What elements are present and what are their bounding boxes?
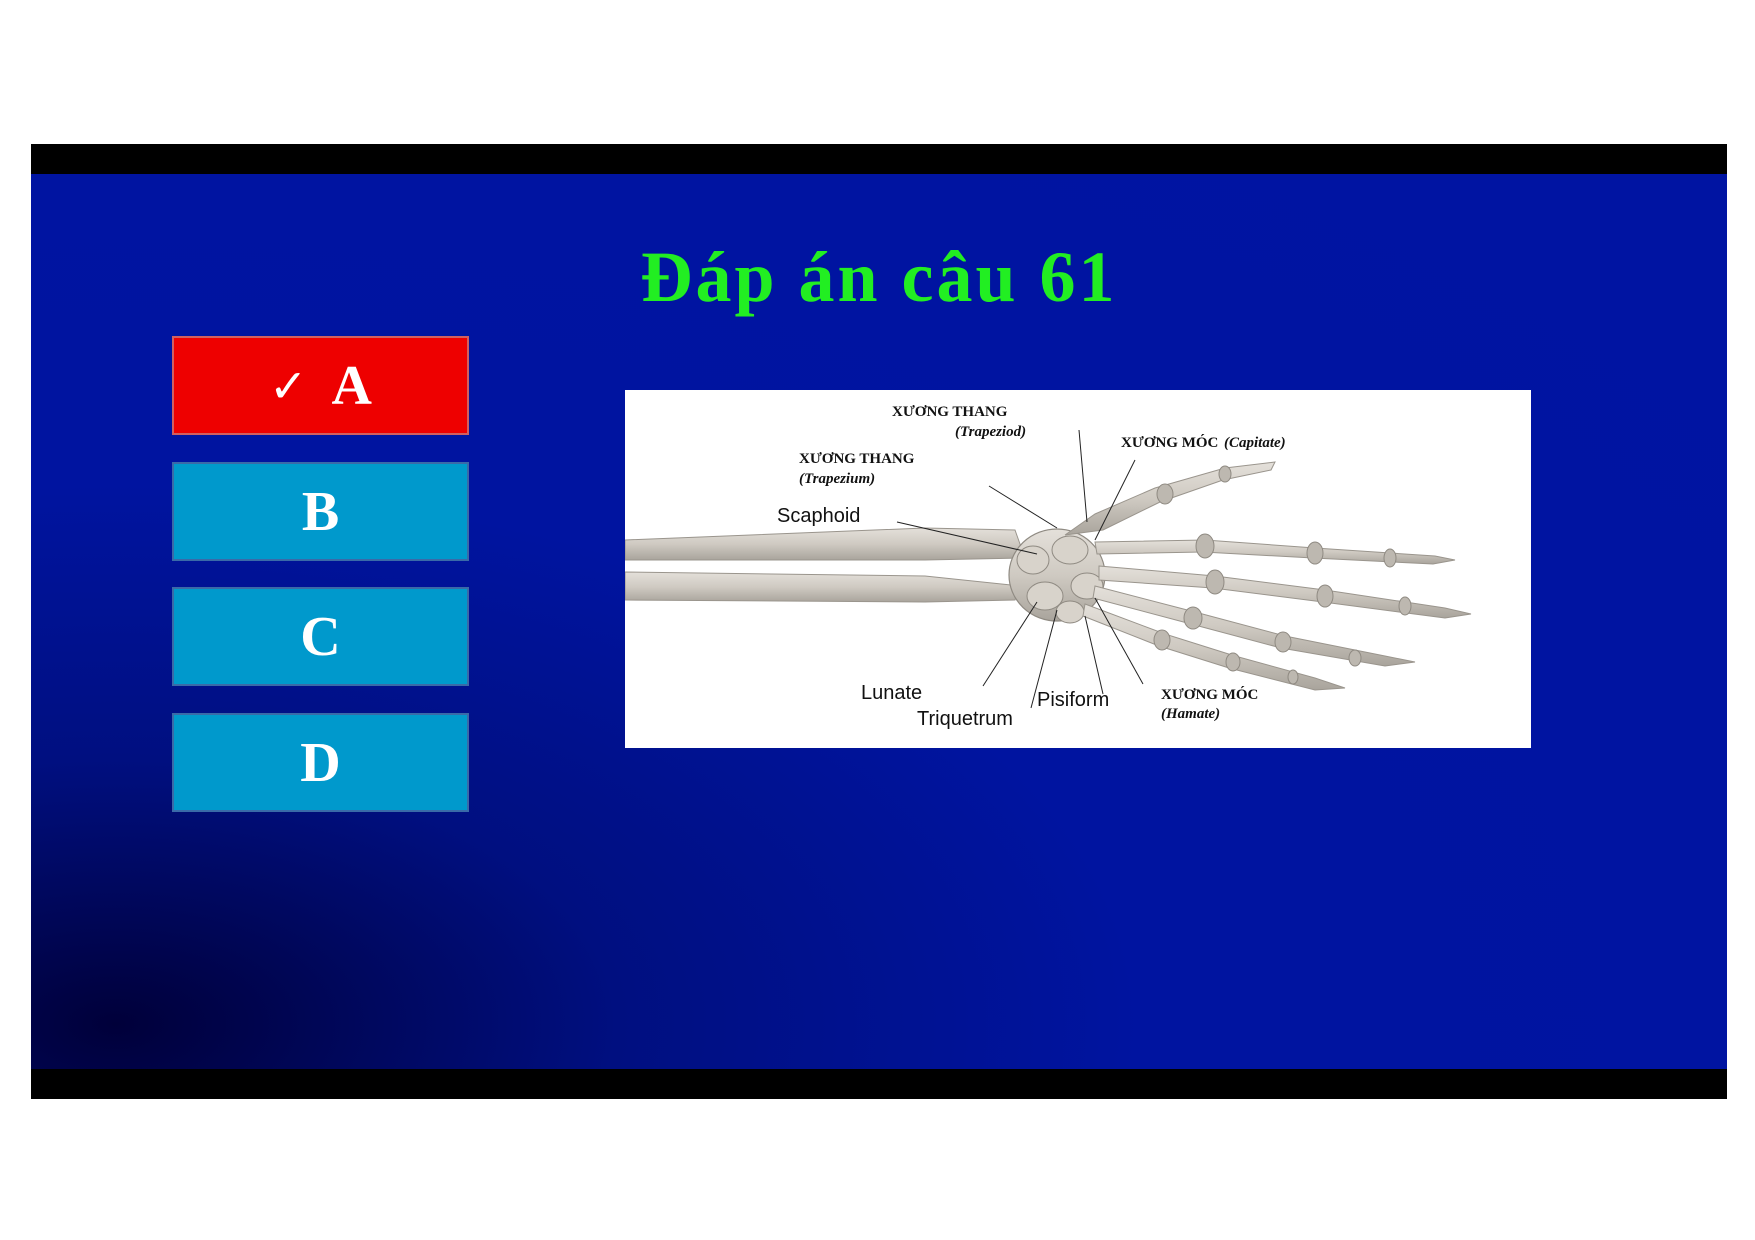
answer-b-label: B: [301, 480, 340, 543]
quiz-slide: Đáp án câu 61 ✓ A B C D: [31, 174, 1727, 1069]
checkmark-icon: ✓: [269, 358, 308, 413]
label-trapezoid-vn: XƯƠNG THANG: [892, 404, 1008, 420]
wrist-bones-figure: XƯƠNG THANG (Trapeziod) XƯƠNG MÓC (Capit…: [625, 390, 1531, 748]
video-frame: Đáp án câu 61 ✓ A B C D: [31, 144, 1727, 1099]
label-scaphoid: Scaphoid: [777, 505, 861, 527]
label-trapezium-en: (Trapezium): [799, 471, 876, 487]
label-capitate-vn: XƯƠNG MÓC: [1121, 435, 1219, 451]
label-trapezium-vn: XƯƠNG THANG: [799, 451, 915, 467]
answer-d-label: D: [300, 731, 341, 794]
slide-title: Đáp án câu 61: [640, 237, 1118, 317]
hand-skeleton-illustration: [625, 429, 1472, 709]
answer-b-button[interactable]: B: [172, 462, 469, 561]
label-lunate: Lunate: [861, 682, 923, 704]
label-hamate-vn: XƯƠNG MÓC: [1161, 687, 1259, 703]
answer-d-button[interactable]: D: [172, 713, 469, 812]
answer-a-label: A: [331, 354, 372, 417]
label-pisiform: Pisiform: [1037, 689, 1110, 711]
label-capitate-en: (Capitate): [1224, 435, 1286, 451]
answer-a-button[interactable]: ✓ A: [172, 336, 469, 435]
label-hamate-en: (Hamate): [1161, 706, 1221, 722]
label-triquetrum: Triquetrum: [917, 708, 1013, 730]
answer-c-label: C: [300, 605, 341, 668]
label-trapezoid-en: (Trapeziod): [955, 424, 1027, 440]
answer-c-button[interactable]: C: [172, 587, 469, 686]
